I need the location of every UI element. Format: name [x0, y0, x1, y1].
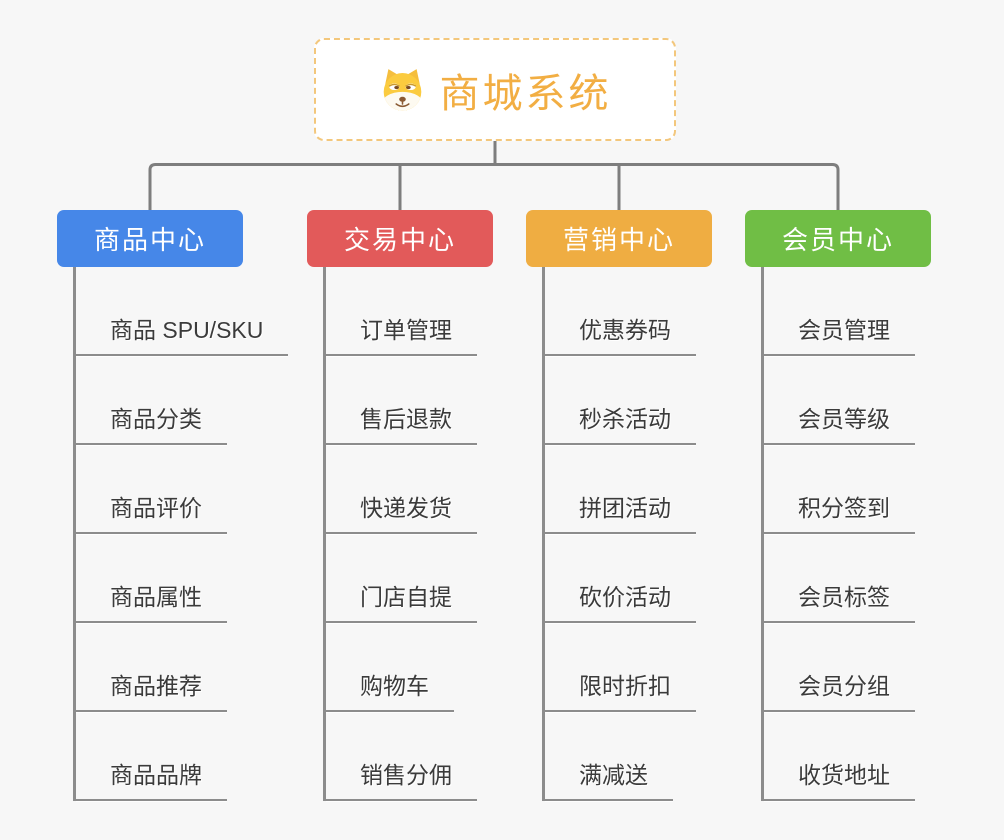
leaf-label[interactable]: 会员分组 [764, 667, 915, 712]
leaf-item: 商品属性 [76, 534, 243, 623]
leaf-item: 商品评价 [76, 445, 243, 534]
leaf-label[interactable]: 满减送 [545, 756, 673, 801]
leaf-label[interactable]: 会员等级 [764, 400, 915, 445]
leaf-label[interactable]: 商品分类 [76, 400, 227, 445]
leaf-item: 会员管理 [764, 267, 931, 356]
leaf-item: 砍价活动 [545, 534, 712, 623]
leaf-item: 限时折扣 [545, 623, 712, 712]
leaf-label[interactable]: 会员管理 [764, 311, 915, 356]
leaf-label[interactable]: 商品品牌 [76, 756, 227, 801]
leaf-label[interactable]: 秒杀活动 [545, 400, 696, 445]
leaf-item: 拼团活动 [545, 445, 712, 534]
leaf-label[interactable]: 门店自提 [326, 578, 477, 623]
leaf-label[interactable]: 订单管理 [326, 311, 477, 356]
leaf-item: 优惠券码 [545, 267, 712, 356]
branch-column-member: 会员中心 会员管理 会员等级 积分签到 会员标签 会员分组 收货地址 [745, 210, 931, 801]
branch-column-product: 商品中心 商品 SPU/SKU 商品分类 商品评价 商品属性 商品推荐 商品品牌 [57, 210, 289, 801]
leaf-item: 会员标签 [764, 534, 931, 623]
leaf-label[interactable]: 商品 SPU/SKU [76, 311, 289, 356]
doge-icon [383, 69, 421, 111]
branch-node-member[interactable]: 会员中心 [745, 210, 931, 267]
leaf-item: 商品分类 [76, 356, 243, 445]
leaf-item: 收货地址 [764, 712, 931, 801]
leaf-item: 秒杀活动 [545, 356, 712, 445]
leaf-item: 门店自提 [326, 534, 493, 623]
leaf-list-trade: 订单管理 售后退款 快递发货 门店自提 购物车 销售分佣 [323, 267, 493, 801]
leaf-label[interactable]: 购物车 [326, 667, 454, 712]
leaf-list-marketing: 优惠券码 秒杀活动 拼团活动 砍价活动 限时折扣 满减送 [542, 267, 712, 801]
leaf-label[interactable]: 销售分佣 [326, 756, 477, 801]
leaf-item: 订单管理 [326, 267, 493, 356]
leaf-list-member: 会员管理 会员等级 积分签到 会员标签 会员分组 收货地址 [761, 267, 931, 801]
leaf-item: 积分签到 [764, 445, 931, 534]
leaf-item: 销售分佣 [326, 712, 493, 801]
leaf-label[interactable]: 拼团活动 [545, 489, 696, 534]
leaf-label[interactable]: 商品属性 [76, 578, 227, 623]
leaf-label[interactable]: 售后退款 [326, 400, 477, 445]
root-title: 商城系统 [439, 71, 612, 116]
leaf-item: 快递发货 [326, 445, 493, 534]
branch-node-trade[interactable]: 交易中心 [307, 210, 493, 267]
leaf-item: 商品品牌 [76, 712, 243, 801]
leaf-item: 商品推荐 [76, 623, 243, 712]
leaf-label[interactable]: 优惠券码 [545, 311, 696, 356]
leaf-item: 商品 SPU/SKU [76, 267, 289, 356]
leaf-label[interactable]: 商品评价 [76, 489, 227, 534]
branch-node-marketing[interactable]: 营销中心 [526, 210, 712, 267]
root-node[interactable]: 商城系统 [314, 38, 676, 141]
leaf-item: 购物车 [326, 623, 493, 712]
branch-column-trade: 交易中心 订单管理 售后退款 快递发货 门店自提 购物车 销售分佣 [307, 210, 493, 801]
leaf-item: 售后退款 [326, 356, 493, 445]
branch-node-product[interactable]: 商品中心 [57, 210, 243, 267]
leaf-item: 会员分组 [764, 623, 931, 712]
leaf-label[interactable]: 商品推荐 [76, 667, 227, 712]
leaf-label[interactable]: 收货地址 [764, 756, 915, 801]
branch-column-marketing: 营销中心 优惠券码 秒杀活动 拼团活动 砍价活动 限时折扣 满减送 [526, 210, 712, 801]
leaf-label[interactable]: 砍价活动 [545, 578, 696, 623]
leaf-item: 会员等级 [764, 356, 931, 445]
leaf-label[interactable]: 积分签到 [764, 489, 915, 534]
leaf-label[interactable]: 快递发货 [326, 489, 477, 534]
leaf-item: 满减送 [545, 712, 712, 801]
leaf-label[interactable]: 限时折扣 [545, 667, 696, 712]
leaf-list-product: 商品 SPU/SKU 商品分类 商品评价 商品属性 商品推荐 商品品牌 [73, 267, 289, 801]
leaf-label[interactable]: 会员标签 [764, 578, 915, 623]
